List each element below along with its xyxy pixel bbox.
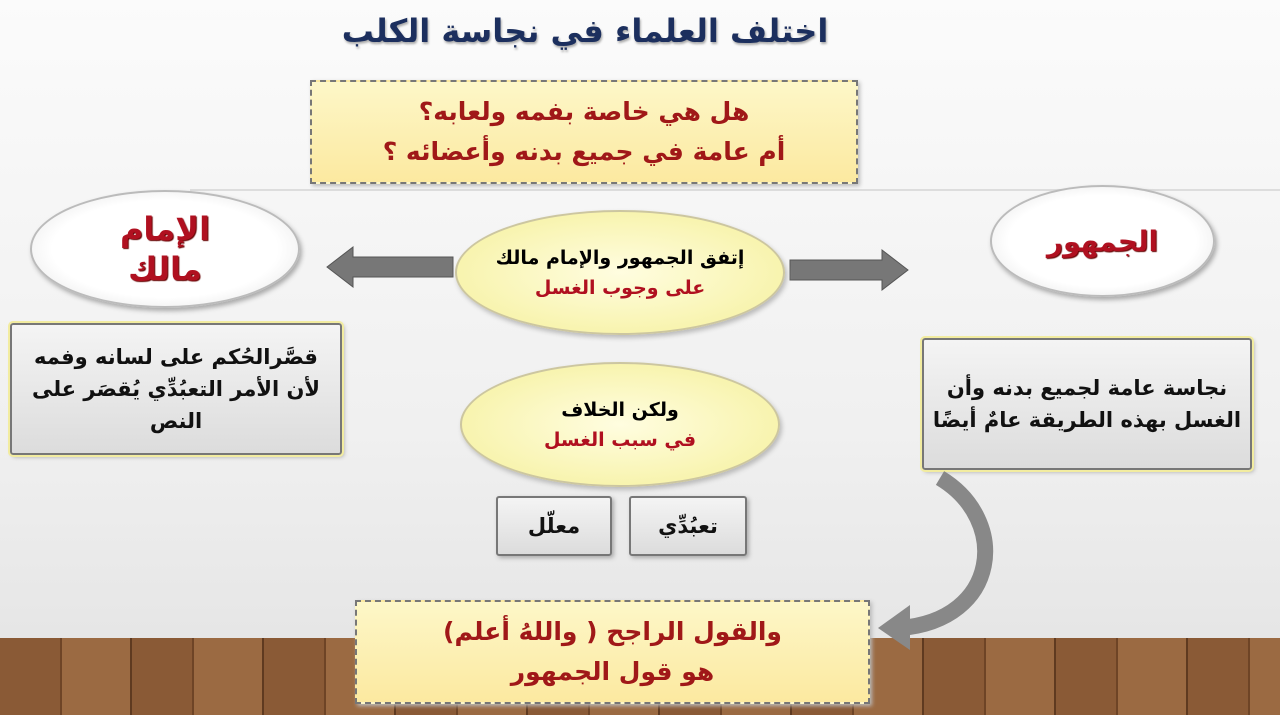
cloud-jumhur: الجمهور <box>990 185 1215 297</box>
conclusion-line-1: والقول الراجح ( واللهُ أعلم) <box>443 617 782 646</box>
agreement-oval: إتفق الجمهور والإمام مالك على وجوب الغسل <box>455 210 785 335</box>
difference-line-1: ولكن الخلاف <box>561 398 679 421</box>
conclusion-box: والقول الراجح ( واللهُ أعلم) هو قول الجم… <box>355 600 870 704</box>
question-box: هل هي خاصة بفمه ولعابه؟ أم عامة في جميع … <box>310 80 858 184</box>
agreement-line-1: إتفق الجمهور والإمام مالك <box>495 246 745 269</box>
cloud-malik-label: الإمام مالك <box>119 210 211 288</box>
malik-opinion-box: قصَّرالحُكم على لسانه وفمه لأن الأمر الت… <box>8 321 344 457</box>
arrow-right-icon <box>789 248 909 292</box>
agreement-line-2: على وجوب الغسل <box>534 276 706 299</box>
jumhur-opinion-box: نجاسة عامة لجميع بدنه وأن الغسل بهذه الط… <box>920 336 1254 472</box>
arrow-left-icon <box>326 245 454 289</box>
curved-arrow-icon <box>878 471 994 650</box>
jumhur-opinion-text: نجاسة عامة لجميع بدنه وأن الغسل بهذه الط… <box>932 376 1242 432</box>
cloud-malik: الإمام مالك <box>30 190 300 308</box>
slide-title: اختلف العلماء في نجاسة الكلب <box>341 12 829 50</box>
option-taabbudi: تعبُدِّي <box>629 496 747 556</box>
question-line-1: هل هي خاصة بفمه ولعابه؟ <box>418 97 750 126</box>
option-taabbudi-label: تعبُدِّي <box>658 514 718 538</box>
question-line-2: أم عامة في جميع بدنه وأعضائه ؟ <box>382 137 786 166</box>
option-muallal-label: معلّل <box>527 514 581 538</box>
divider <box>190 189 1280 191</box>
difference-oval: ولكن الخلاف في سبب الغسل <box>460 362 780 487</box>
difference-line-2: في سبب الغسل <box>543 428 697 451</box>
conclusion-line-2: هو قول الجمهور <box>510 657 715 686</box>
malik-opinion-text: قصَّرالحُكم على لسانه وفمه لأن الأمر الت… <box>31 345 321 433</box>
option-muallal: معلّل <box>496 496 612 556</box>
cloud-jumhur-label: الجمهور <box>1046 224 1159 258</box>
